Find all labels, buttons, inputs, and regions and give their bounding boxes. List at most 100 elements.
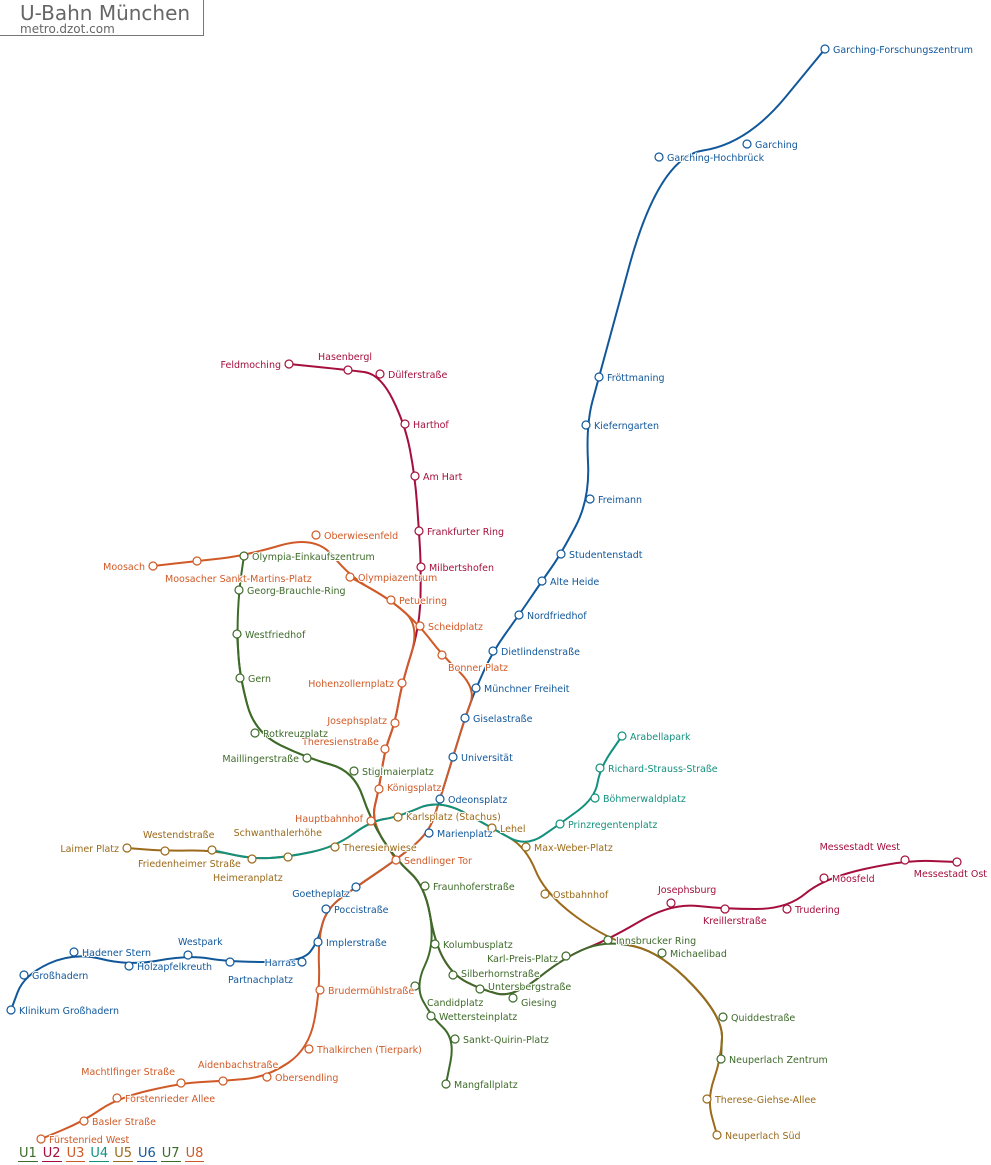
station-marker-icon[interactable] [448, 752, 458, 762]
station-label[interactable]: Harthof [412, 419, 450, 432]
station-marker-icon[interactable] [192, 556, 202, 566]
station-marker-icon[interactable] [820, 44, 830, 54]
station-marker-icon[interactable] [508, 993, 518, 1003]
station-label[interactable]: Westfriedhof [244, 629, 307, 642]
station-marker-icon[interactable] [702, 1094, 712, 1104]
station-marker-icon[interactable] [514, 610, 524, 620]
station-marker-icon[interactable] [460, 713, 470, 723]
station-marker-icon[interactable] [414, 526, 424, 536]
station-label[interactable]: Gern [247, 673, 272, 686]
station-marker-icon[interactable] [420, 881, 430, 891]
station-label[interactable]: Basler Straße [91, 1116, 157, 1129]
station-marker-icon[interactable] [160, 846, 170, 856]
station-label[interactable]: Odeonsplatz [447, 794, 508, 807]
station-marker-icon[interactable] [250, 728, 260, 738]
station-label[interactable]: Nordfriedhof [526, 610, 588, 623]
station-label[interactable]: Kolumbusplatz [442, 939, 514, 952]
station-label[interactable]: Neuperlach Zentrum [728, 1054, 829, 1067]
station-marker-icon[interactable] [262, 1072, 272, 1082]
station-label[interactable]: Messestadt West [819, 841, 902, 854]
station-label[interactable]: Holzapfelkreuth [136, 961, 213, 974]
station-label[interactable]: Bonner Platz [447, 662, 509, 675]
station-marker-icon[interactable] [283, 852, 293, 862]
station-marker-icon[interactable] [349, 766, 359, 776]
station-marker-icon[interactable] [374, 784, 384, 794]
station-label[interactable]: Friedenheimer Straße [137, 858, 242, 871]
station-marker-icon[interactable] [183, 950, 193, 960]
station-marker-icon[interactable] [36, 1134, 46, 1144]
station-label[interactable]: Ostbahnhof [552, 889, 610, 902]
station-marker-icon[interactable] [330, 842, 340, 852]
station-marker-icon[interactable] [819, 873, 829, 883]
station-marker-icon[interactable] [122, 843, 132, 853]
station-marker-icon[interactable] [590, 793, 600, 803]
station-label[interactable]: Großhadern [31, 970, 89, 983]
station-marker-icon[interactable] [351, 882, 361, 892]
station-label[interactable]: Hasenbergl [317, 351, 373, 364]
station-label[interactable]: Prinzregentenplatz [567, 819, 658, 832]
station-marker-icon[interactable] [555, 819, 565, 829]
station-marker-icon[interactable] [716, 1054, 726, 1064]
station-marker-icon[interactable] [225, 957, 235, 967]
station-label[interactable]: Dietlindenstraße [500, 646, 581, 659]
station-marker-icon[interactable] [297, 957, 307, 967]
station-marker-icon[interactable] [712, 1130, 722, 1140]
station-label[interactable]: Olympiazentrum [357, 572, 438, 585]
station-marker-icon[interactable] [302, 753, 312, 763]
station-marker-icon[interactable] [488, 646, 498, 656]
station-label[interactable]: Scheidplatz [427, 621, 484, 634]
station-label[interactable]: Hohenzollernplatz [307, 678, 395, 691]
station-marker-icon[interactable] [124, 961, 134, 971]
station-label[interactable]: Königsplatz [386, 782, 442, 795]
station-marker-icon[interactable] [415, 621, 425, 631]
station-label[interactable]: Trudering [793, 904, 841, 917]
station-label[interactable]: Messestadt Ost [913, 868, 988, 881]
station-marker-icon[interactable] [311, 530, 321, 540]
station-marker-icon[interactable] [561, 951, 571, 961]
station-label[interactable]: Hadener Stern [81, 947, 152, 960]
station-label[interactable]: Garching-Hochbrück [666, 152, 766, 165]
station-label[interactable]: Moosfeld [831, 873, 876, 886]
station-label[interactable]: Richard-Strauss-Straße [607, 763, 719, 776]
station-marker-icon[interactable] [284, 359, 294, 369]
station-label[interactable]: Karlsplatz (Stachus) [405, 811, 502, 824]
station-label[interactable]: Böhmerwaldplatz [602, 793, 687, 806]
station-label[interactable]: Moosach [102, 561, 146, 574]
station-marker-icon[interactable] [430, 939, 440, 949]
station-label[interactable]: Sendlinger Tor [403, 855, 473, 868]
station-marker-icon[interactable] [666, 898, 676, 908]
station-label[interactable]: Dülferstraße [387, 369, 448, 382]
station-label[interactable]: Maillingerstraße [221, 753, 300, 766]
station-marker-icon[interactable] [6, 1005, 16, 1015]
station-label[interactable]: Fürstenried West [48, 1134, 130, 1147]
station-label[interactable]: Laimer Platz [59, 843, 120, 856]
station-marker-icon[interactable] [19, 970, 29, 980]
station-marker-icon[interactable] [540, 889, 550, 899]
station-marker-icon[interactable] [304, 1044, 314, 1054]
station-marker-icon[interactable] [232, 629, 242, 639]
station-label[interactable]: Feldmoching [220, 359, 282, 372]
station-label[interactable]: Quiddestraße [730, 1012, 796, 1025]
station-marker-icon[interactable] [410, 471, 420, 481]
station-label[interactable]: Heimeranplatz [212, 872, 284, 885]
station-marker-icon[interactable] [315, 985, 325, 995]
station-marker-icon[interactable] [720, 904, 730, 914]
station-label[interactable]: Frankfurter Ring [426, 526, 505, 539]
legend-u6[interactable]: U6 [136, 1146, 157, 1162]
station-label[interactable]: Theresienstraße [300, 736, 380, 749]
station-label[interactable]: Wettersteinplatz [438, 1011, 518, 1024]
station-marker-icon[interactable] [218, 1076, 228, 1086]
station-marker-icon[interactable] [239, 551, 249, 561]
station-marker-icon[interactable] [595, 763, 605, 773]
station-marker-icon[interactable] [556, 549, 566, 559]
station-marker-icon[interactable] [79, 1116, 89, 1126]
station-label[interactable]: Silberhornstraße [460, 968, 541, 981]
station-marker-icon[interactable] [585, 494, 595, 504]
station-marker-icon[interactable] [441, 1079, 451, 1089]
station-marker-icon[interactable] [391, 855, 401, 865]
legend-u5[interactable]: U5 [113, 1146, 133, 1162]
station-label[interactable]: Sankt-Quirin-Platz [462, 1034, 550, 1047]
station-marker-icon[interactable] [386, 595, 396, 605]
station-marker-icon[interactable] [397, 678, 407, 688]
station-label[interactable]: Lehel [499, 823, 526, 836]
